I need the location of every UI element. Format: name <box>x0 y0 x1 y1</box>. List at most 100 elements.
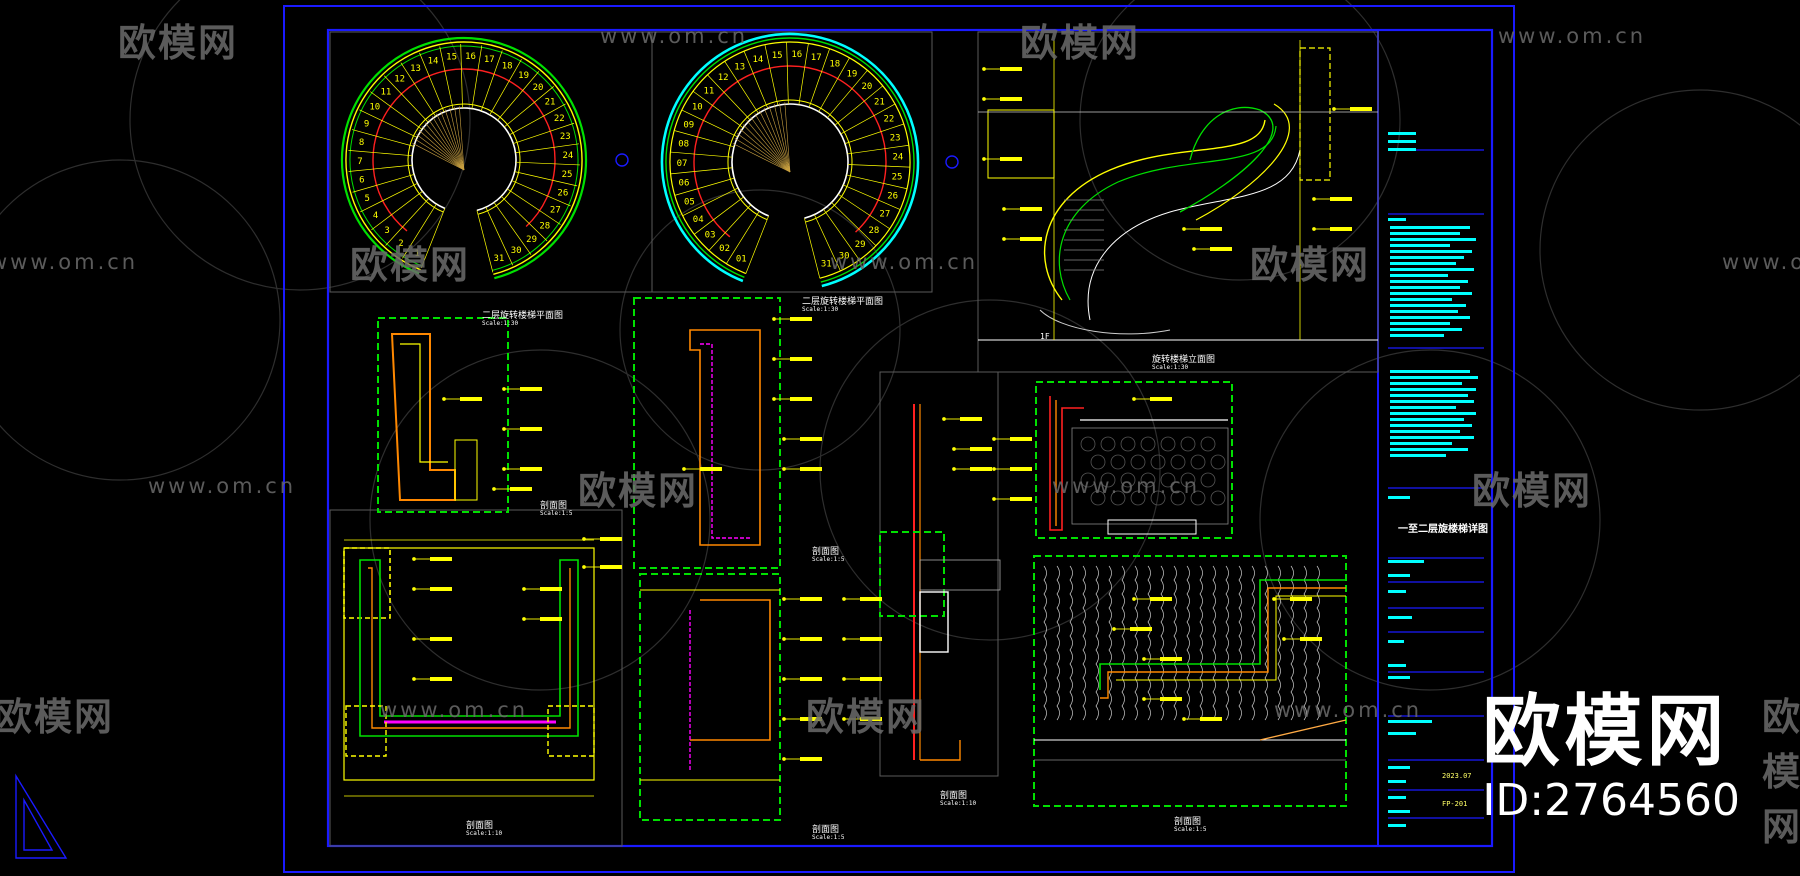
stair-step-number: 22 <box>554 114 565 124</box>
section-c2-scale: Scale:1:5 <box>812 834 845 841</box>
elevation-scale: Scale:1:30 <box>1152 364 1189 371</box>
stair-step-number: 27 <box>879 210 890 220</box>
stair-step-number: 21 <box>874 97 885 107</box>
stair-step-number: 03 <box>705 231 716 241</box>
stair-step-number: 10 <box>692 103 703 113</box>
drawing-date: 2023.07 <box>1442 772 1472 780</box>
stair-step-number: 02 <box>719 244 730 254</box>
section-c1-scale: Scale:1:5 <box>812 556 845 563</box>
stair-step-number: 9 <box>364 120 369 130</box>
stair-step-number: 12 <box>394 74 405 84</box>
plan2-caption: 二层旋转楼梯平面图 <box>802 297 884 307</box>
section-f-scale: Scale:1:5 <box>1174 826 1207 833</box>
stair-step-number: 15 <box>446 53 457 63</box>
plan1-scale: Scale:1:30 <box>482 320 519 327</box>
stair-step-number: 19 <box>846 69 857 79</box>
stair-step-number: 17 <box>811 53 822 63</box>
elevation-caption: 旋转楼梯立面图 <box>1152 355 1216 365</box>
stair-step-number: 15 <box>772 51 783 61</box>
watermark-url: www.om.cn <box>1052 474 1201 498</box>
section-b-scale: Scale:1:10 <box>466 830 503 837</box>
stair-step-number: 30 <box>511 246 522 256</box>
section-a-caption: 剖面图 <box>540 501 568 511</box>
stair-step-number: 26 <box>557 188 568 198</box>
stair-step-number: 22 <box>883 115 894 125</box>
stair-step-number: 26 <box>887 192 898 202</box>
section-d-caption: 剖面图 <box>940 791 968 801</box>
stair-step-number: 16 <box>791 50 802 60</box>
stair-step-number: 01 <box>736 254 747 264</box>
stair-step-number: 24 <box>892 153 903 163</box>
stair-step-number: 25 <box>892 172 903 182</box>
dimension-leaders <box>412 67 1350 761</box>
watermark-url: www.om.cn <box>600 24 749 48</box>
stair-step-number: 31 <box>494 254 505 264</box>
section-a <box>377 317 509 513</box>
stair-step-number: 12 <box>718 73 729 83</box>
watermark-logo: 欧模网 <box>806 695 927 739</box>
stair-step-number: 8 <box>359 138 364 148</box>
stair-step-number: 10 <box>369 103 380 113</box>
watermark-logo: 欧模网 <box>0 695 115 739</box>
yellow-annotations <box>430 67 1372 761</box>
stair-step-number: 16 <box>465 52 476 62</box>
brand-overlay: 欧模网 ID:2764560 <box>1482 690 1740 828</box>
panel-separators <box>329 31 1379 847</box>
watermark-logo: 欧模网 <box>1020 21 1141 65</box>
section-d-scale: Scale:1:10 <box>940 800 977 807</box>
stair-step-number: 27 <box>550 206 561 216</box>
north-triangle-icon <box>15 773 68 859</box>
stair-step-number: 18 <box>829 60 840 70</box>
stair-step-number: 04 <box>693 215 704 225</box>
watermark-logo: 欧模网 <box>118 21 239 65</box>
watermark-logo: 欧模网 <box>1472 469 1593 513</box>
brand-name: 欧模网 <box>1482 687 1729 777</box>
stair-step-number: 07 <box>677 159 688 169</box>
stair-step-number: 13 <box>734 62 745 72</box>
stair-step-number: 30 <box>839 251 850 261</box>
inner-frame <box>326 28 1494 848</box>
watermark-logo: 欧模网 <box>1762 695 1800 849</box>
section-c1-caption: 剖面图 <box>812 547 840 557</box>
watermark-logo: 欧模网 <box>1250 243 1371 287</box>
stair-step-number: 21 <box>545 98 556 108</box>
stair-step-number: 14 <box>752 55 763 65</box>
stair-step-number: 17 <box>484 55 495 65</box>
watermark-url: www.om.cn <box>830 250 979 274</box>
watermark-url: www.om.cn <box>1498 24 1647 48</box>
section-c <box>633 297 781 821</box>
drawing-title: 一至二层旋楼梯详图 <box>1398 524 1488 535</box>
stair-step-number: 06 <box>679 178 690 188</box>
section-c2-caption: 剖面图 <box>812 825 840 835</box>
watermark-logo: 欧模网 <box>578 469 699 513</box>
stair-step-number: 20 <box>533 83 544 93</box>
section-a-scale: Scale:1:5 <box>540 510 573 517</box>
spiral-stair-elevation <box>978 40 1378 341</box>
detail-e <box>1035 381 1233 539</box>
stair-step-number: 09 <box>683 120 694 130</box>
stair-step-number: 29 <box>526 235 537 245</box>
stair-step-number: 08 <box>678 139 689 149</box>
stair-step-number: 3 <box>384 226 389 236</box>
floor-label: 1F <box>1040 332 1050 341</box>
plan1-caption: 二层旋转楼梯平面图 <box>482 311 564 321</box>
stair-step-number: 2 <box>398 239 403 249</box>
stair-step-number: 19 <box>518 71 529 81</box>
drawing-sheet-no: FP-201 <box>1442 800 1468 808</box>
stair-step-number: 6 <box>359 176 364 186</box>
stair-step-number: 1 <box>414 249 419 259</box>
watermark-url: www.om.cn <box>1274 698 1423 722</box>
watermark-url: www.om.cn <box>1722 250 1800 274</box>
outer-frame <box>283 5 1515 873</box>
detail-f <box>1033 555 1347 807</box>
stair-step-number: 20 <box>861 82 872 92</box>
watermark-url: www.om.cn <box>0 250 139 274</box>
stair-step-number: 24 <box>562 151 573 161</box>
stair-step-number: 25 <box>562 170 573 180</box>
stair-step-number: 05 <box>684 197 695 207</box>
stair-step-number: 18 <box>502 61 513 71</box>
stair-step-number: 11 <box>380 87 391 97</box>
stair-step-number: 4 <box>373 211 378 221</box>
stair-step-number: 14 <box>428 57 439 67</box>
